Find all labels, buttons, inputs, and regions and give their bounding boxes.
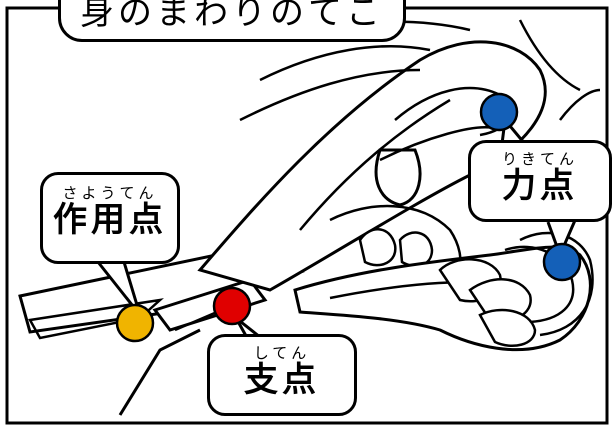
page-title: 身のまわりのてこ xyxy=(58,0,406,42)
effort-point-marker-lower xyxy=(542,242,582,282)
label-sayouten: さようてん 作用点 xyxy=(40,172,180,264)
load-point-marker xyxy=(115,303,155,343)
fulcrum-point-marker xyxy=(212,286,252,326)
label-rikiten-ruby: りきてん xyxy=(501,150,578,168)
label-shiten-main: 支点 xyxy=(244,360,320,400)
label-sayouten-ruby: さようてん xyxy=(62,184,158,202)
label-rikiten: りきてん 力点 xyxy=(468,140,612,222)
effort-point-marker-upper xyxy=(479,92,519,132)
label-sayouten-main: 作用点 xyxy=(53,200,167,240)
label-rikiten-main: 力点 xyxy=(502,166,578,206)
label-shiten: してん 支点 xyxy=(207,334,357,416)
label-shiten-ruby: してん xyxy=(253,344,311,362)
